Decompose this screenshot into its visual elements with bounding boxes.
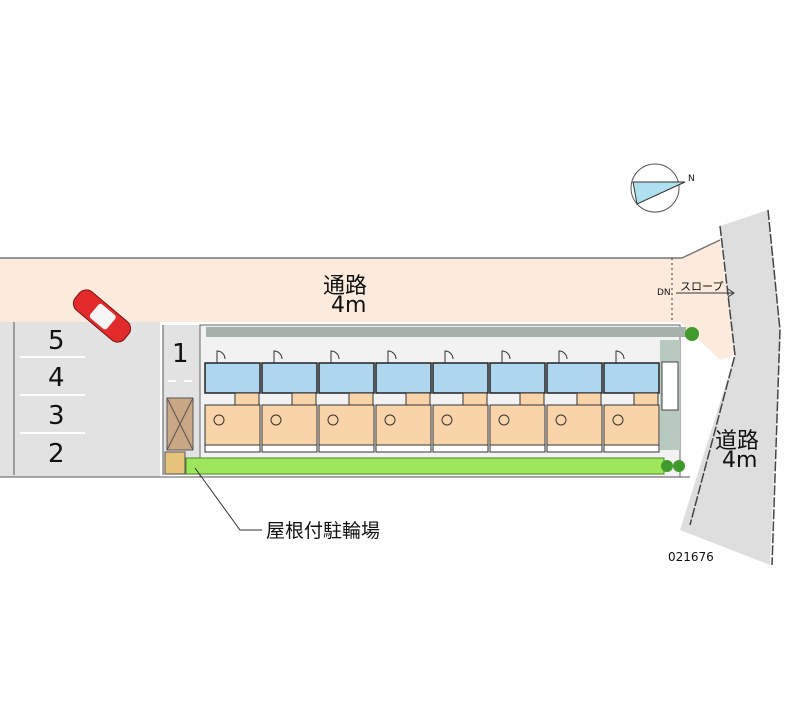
compass-icon xyxy=(630,163,686,213)
apartment-unit xyxy=(432,350,489,453)
parking-space-label: 3 xyxy=(48,401,65,431)
apartment-unit xyxy=(261,350,318,453)
apartment-unit xyxy=(546,350,603,453)
apartment-unit xyxy=(489,350,546,453)
car-icon xyxy=(72,289,132,343)
dn-label: DN xyxy=(657,288,671,298)
apartment-unit xyxy=(204,350,261,453)
apartment-unit xyxy=(603,350,660,453)
right-road-name: 道路 xyxy=(715,429,760,454)
right-road xyxy=(680,210,780,565)
parking-space-label: 1 xyxy=(172,339,189,369)
right-road-width: 4m xyxy=(722,448,758,473)
parking-space-label: 2 xyxy=(48,439,65,469)
top-road-name: 通路 xyxy=(323,274,368,299)
garden xyxy=(185,457,665,475)
slope-label: スロープ xyxy=(680,280,724,293)
apartment-unit xyxy=(375,350,432,453)
parking-lot xyxy=(0,322,160,477)
compass-north-label: N xyxy=(688,174,695,184)
parking-space-label: 4 xyxy=(48,363,65,393)
apartment-unit xyxy=(318,350,375,453)
top-road xyxy=(0,240,735,360)
parking-space-label: 5 xyxy=(48,326,65,356)
map-id: 021676 xyxy=(668,550,714,564)
top-road-width: 4m xyxy=(331,293,367,318)
bicycle-parking-label: 屋根付駐輪場 xyxy=(266,520,381,542)
building xyxy=(204,350,660,453)
